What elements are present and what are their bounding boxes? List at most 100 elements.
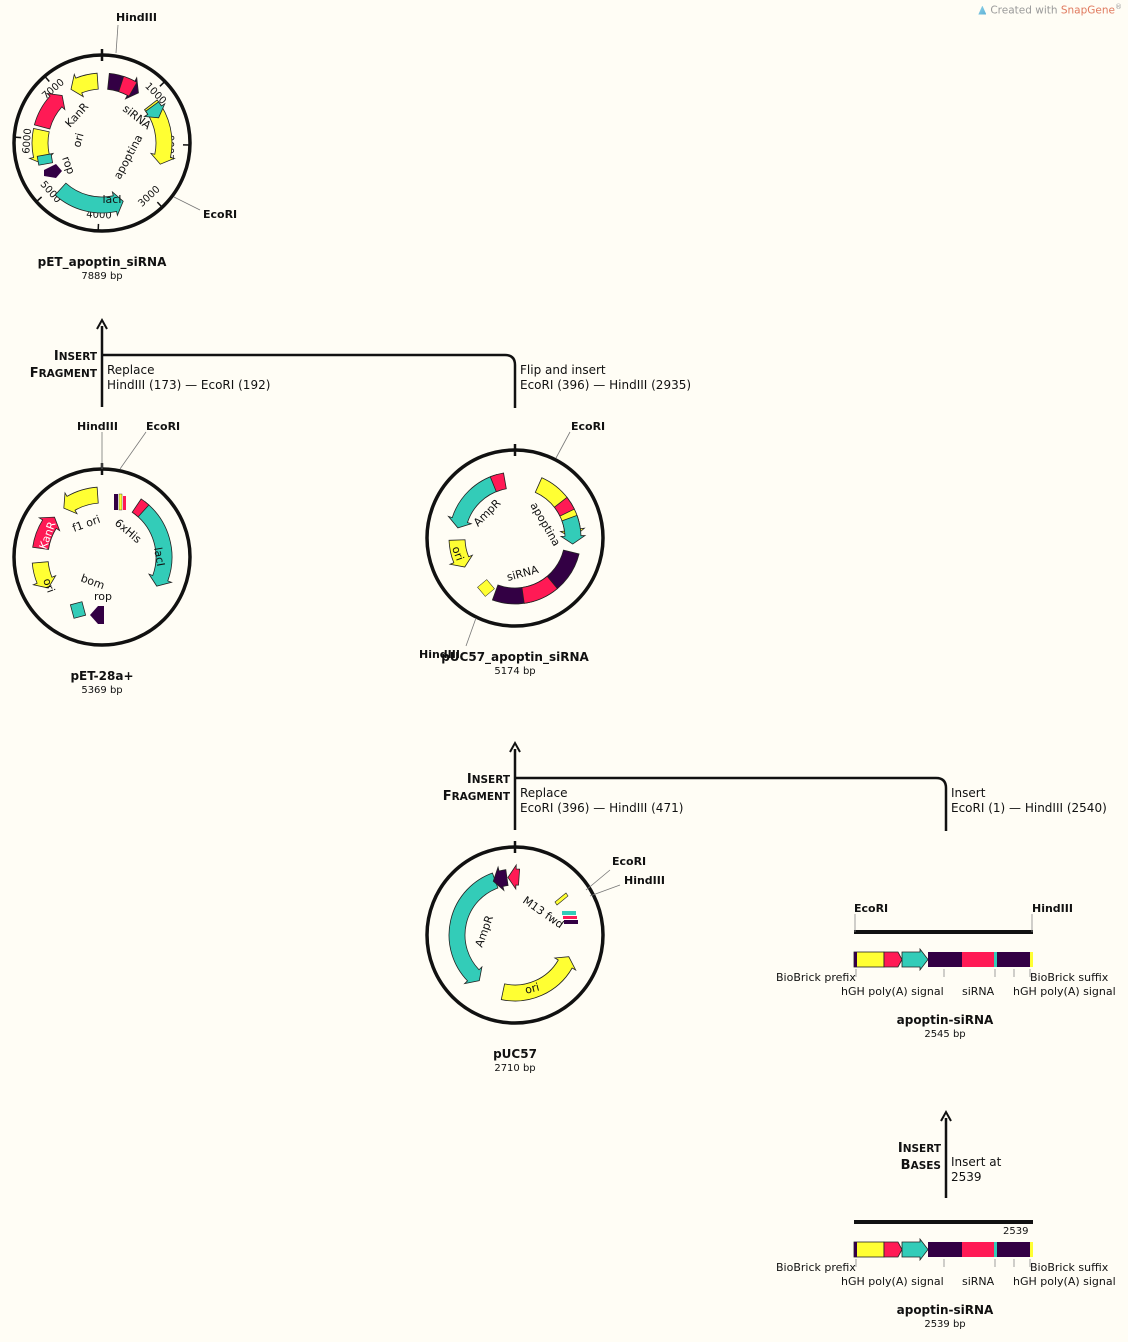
op3-arrow-arrowhead-icon xyxy=(940,1109,952,1122)
EcoRI-site: EcoRI xyxy=(203,208,237,221)
HindIII-site-leader xyxy=(589,884,621,897)
siRNA-feature xyxy=(491,549,580,605)
EcoRI-site: EcoRI xyxy=(146,420,180,433)
rop-label: rop xyxy=(59,155,77,176)
lacI-label: lacI xyxy=(151,546,167,567)
scale-tick xyxy=(159,80,166,87)
scale-tick xyxy=(44,75,50,82)
left-end-marker xyxy=(854,952,857,967)
op2-arrow-arrowhead-icon xyxy=(509,740,521,753)
red-arrow-feature xyxy=(883,951,903,968)
EcoRI-site: EcoRI xyxy=(854,902,888,915)
lacI-label: lacI xyxy=(102,193,121,206)
pet_apoptin-size: 7889 bp xyxy=(81,271,122,282)
AmpR-feature xyxy=(448,872,499,985)
KanR-feature xyxy=(33,92,66,130)
snapgene-logo-icon xyxy=(978,5,987,15)
ori-label: ori xyxy=(70,132,86,149)
apoptina-label: apoptina xyxy=(111,132,145,181)
op1-right-line2: EcoRI (396) — HindIII (2935) xyxy=(520,378,691,392)
EcoRI-site-leader xyxy=(555,431,571,459)
lacI-red-segment xyxy=(131,498,150,518)
HindIII-site-leader xyxy=(115,24,119,54)
puc57_apoptin-name: pUC57_apoptin_siRNA xyxy=(441,650,589,665)
siRNA-label: siRNA xyxy=(962,985,995,998)
op2-left-line2: EcoRI (396) — HindIII (471) xyxy=(520,801,683,815)
ori-label: ori xyxy=(40,577,57,595)
AmpR-red-segment xyxy=(489,472,507,493)
rop-label: rop xyxy=(94,590,112,603)
EcoRI-site-leader xyxy=(173,196,201,211)
op1-bracket xyxy=(102,353,517,408)
scale-tick xyxy=(156,201,163,208)
op2-right-line1: Insert xyxy=(951,786,986,800)
ori-label: ori xyxy=(523,980,540,996)
scale-tick-label: 6000 xyxy=(21,128,34,154)
f1-ori-label: f1 ori xyxy=(71,513,102,535)
end-position-label: 2539 xyxy=(1003,1226,1028,1237)
pet28-name: pET-28a+ xyxy=(70,669,133,683)
f1-ori-feature xyxy=(63,486,99,515)
lin_lower-name: apoptin-siRNA xyxy=(897,1303,994,1317)
op3-left-line1: Insert at xyxy=(951,1155,1002,1169)
op1-title-line2: FRAGMENT xyxy=(30,366,98,381)
HindIII-site: HindIII xyxy=(419,648,460,661)
pet28-size: 5369 bp xyxy=(81,685,122,696)
yellow-feature xyxy=(853,1241,885,1258)
HindIII-site: HindIII xyxy=(77,420,118,433)
puc57-size: 2710 bp xyxy=(494,1063,535,1074)
AmpR-red-segment xyxy=(507,863,521,891)
siRNA-red-segment xyxy=(962,1242,994,1257)
hgh-polya-label-left: hGH poly(A) signal xyxy=(841,1275,944,1288)
hgh-polya-label-right: hGH poly(A) signal xyxy=(1013,985,1116,998)
puc57_apoptin-size: 5174 bp xyxy=(494,666,535,677)
hgh-polya-label-left: hGH poly(A) signal xyxy=(841,985,944,998)
mcs-marker-2 xyxy=(563,916,577,919)
siRNA-label: siRNA xyxy=(962,1275,995,1288)
AmpR-purple-segment xyxy=(492,865,509,892)
mcs-marker-1 xyxy=(114,494,118,510)
lin_lower-size: 2539 bp xyxy=(924,1319,965,1330)
6xHis-label: 6xHis xyxy=(112,516,144,546)
hgh-polya-label-right: hGH poly(A) signal xyxy=(1013,1275,1116,1288)
lacI-feature xyxy=(54,182,124,217)
mcs-marker-3 xyxy=(123,496,126,510)
lin_upper-size: 2545 bp xyxy=(924,1029,965,1040)
teal-arrow-feature xyxy=(901,947,929,972)
EcoRI-site: EcoRI xyxy=(571,420,605,433)
snapgene-credit: Created with SnapGene® xyxy=(978,3,1122,17)
yellow-feature xyxy=(853,951,885,968)
left-end-marker xyxy=(854,1242,857,1257)
siRNA-teal-segment xyxy=(994,952,997,967)
scale-tick-label: 3000 xyxy=(136,184,162,209)
KanR-feature xyxy=(32,516,61,550)
M13-fwd-feature xyxy=(554,892,569,906)
right-end-marker xyxy=(1030,1242,1033,1257)
red-arrow-feature xyxy=(883,1241,903,1258)
siRNA-label: siRNA xyxy=(505,563,540,584)
AmpR-label: AmpR xyxy=(473,913,497,949)
siRNA-red-segment xyxy=(962,952,994,967)
scale-tick xyxy=(35,196,43,203)
HindIII-site: HindIII xyxy=(1032,902,1073,915)
biobrick-prefix-label: BioBrick prefix xyxy=(776,971,856,984)
siRNA-teal-segment xyxy=(994,1242,997,1257)
lacI-feature xyxy=(134,501,173,587)
op3-title-line2: BASES xyxy=(901,1158,941,1173)
biobrick-prefix-label: BioBrick prefix xyxy=(776,1261,856,1274)
ori-feature xyxy=(500,956,577,1002)
siRNA-red-segment xyxy=(118,75,138,97)
apoptina-teal-segment xyxy=(143,101,166,119)
puc57-name: pUC57 xyxy=(493,1047,537,1061)
ori-feature xyxy=(31,561,57,589)
EcoRI-site: EcoRI xyxy=(612,855,646,868)
apoptina-red-segment xyxy=(553,496,575,517)
purple-small-feature xyxy=(44,164,62,178)
lin_upper-name: apoptin-siRNA xyxy=(897,1013,994,1027)
primer-marker xyxy=(477,579,495,597)
op1-arrow-arrowhead-icon xyxy=(96,317,108,330)
rop-feature xyxy=(69,601,87,619)
KanR-label: KanR xyxy=(63,100,92,130)
f1-feature xyxy=(70,72,99,98)
